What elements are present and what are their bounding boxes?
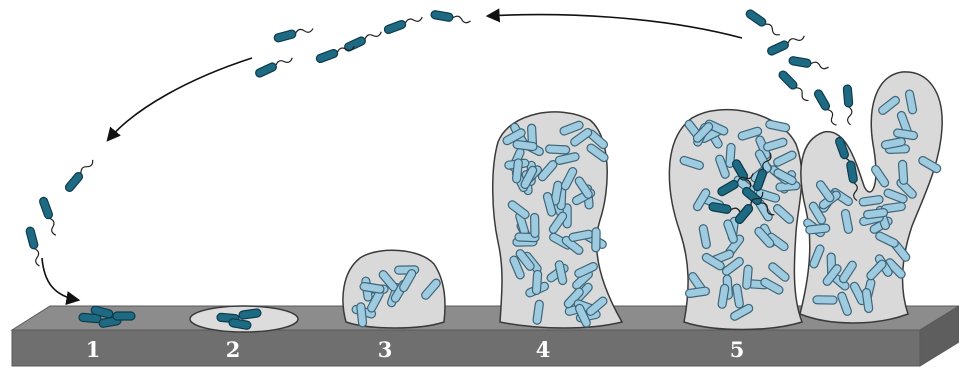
arrow-attachment [42,258,78,300]
embedded-bacterium [805,224,830,234]
embedded-bacterium [545,145,569,154]
planktonic-bacterium [745,8,782,37]
stage-label-5: 5 [722,338,752,362]
planktonic-bacterium [813,88,840,127]
stage-label-1: 1 [78,338,108,362]
stage-label-4: 4 [528,338,558,362]
stage-label-2: 2 [218,338,248,362]
embedded-bacterium [512,159,522,184]
planktonic-bacterium [383,13,423,34]
arrow-dispersal-to-plankton [488,15,742,38]
embedded-bacterium [898,160,908,184]
stage-label-3: 3 [370,338,400,362]
embedded-bacterium [356,302,366,327]
surface-front [12,330,920,366]
embedded-bacterium [742,265,752,290]
planktonic-bacterium [777,69,811,103]
embedded-bacterium [592,228,600,252]
planktonic-bacterium [113,312,135,320]
planktonic-bacterium [25,226,43,267]
planktonic-bacterium [38,196,59,236]
planktonic-bacterium [843,85,854,126]
planktonic-bacterium [430,10,471,25]
planktonic-bacterium [273,25,314,43]
embedded-bacterium [532,270,542,294]
planktonic-bacterium [788,56,829,71]
planktonic-bacterium [766,32,806,56]
arrow-plankton-to-surface [108,58,252,140]
planktonic-bacterium [343,28,383,52]
planktonic-bacterium [64,157,96,193]
embedded-bacterium [813,296,837,304]
planktonic-bacterium [254,54,294,78]
embedded-bacterium [531,213,539,237]
